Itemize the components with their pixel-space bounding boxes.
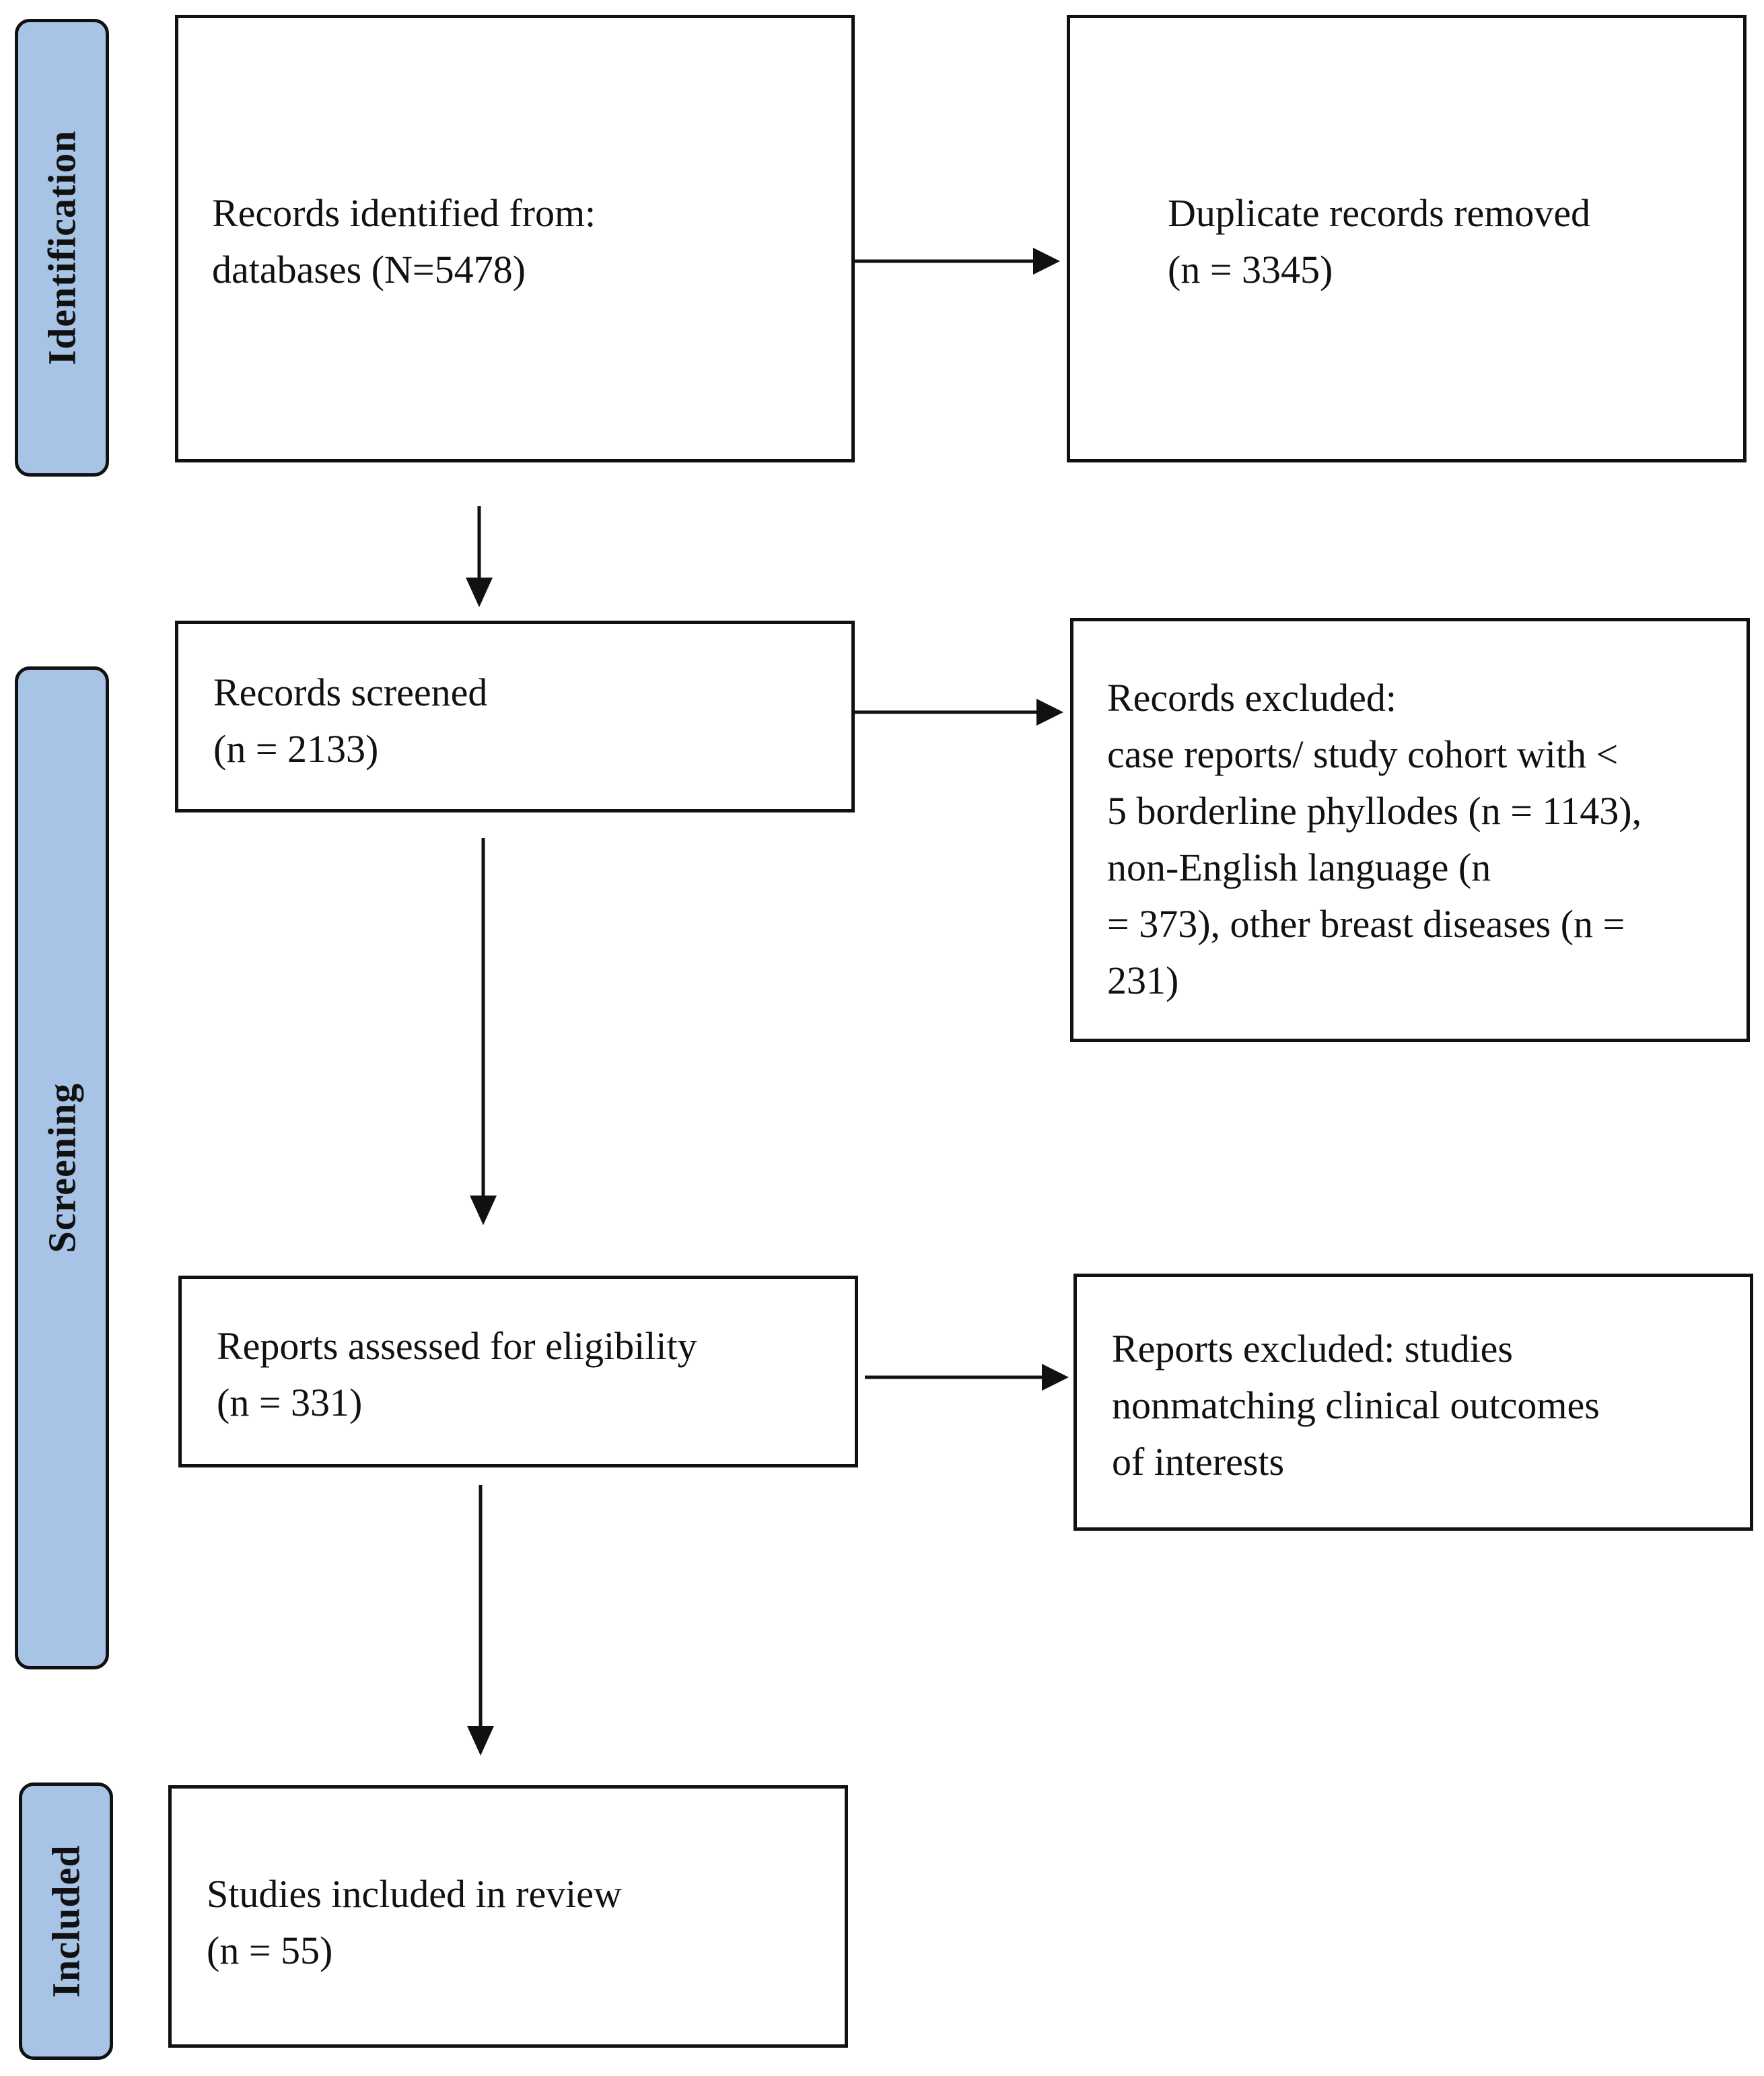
records-identified-text: Records identified from: databases (N=54… [212,185,596,298]
records-excluded-box: Records excluded: case reports/ study co… [1070,618,1750,1042]
reports-excluded-text: Reports excluded: studies nonmatching cl… [1112,1321,1600,1490]
records-screened-count: (n = 2133) [213,727,379,771]
reports-assessed-box: Reports assessed for eligibility (n = 33… [178,1276,858,1467]
records-excluded-text: Records excluded: case reports/ study co… [1107,670,1642,1009]
studies-included-text: Studies included in review (n = 55) [207,1866,622,1979]
arrowhead-duplicates-removed [1033,248,1060,275]
studies-included-count: (n = 55) [207,1929,333,1972]
arrowhead-studies-included [467,1726,494,1756]
records-identified-line: Records identified from: [212,191,596,235]
studies-included-box: Studies included in review (n = 55) [168,1785,848,2048]
reports-assessed-text: Reports assessed for eligibility (n = 33… [217,1318,697,1431]
duplicates-removed-text: Duplicate records removed (n = 3345) [1168,185,1590,298]
arrowhead-reports-excluded [1042,1364,1069,1391]
records-excluded-line: = 373), other breast diseases (n = [1107,902,1625,946]
records-screened-line: Records screened [213,670,488,714]
records-identified-box: Records identified from: databases (N=54… [175,15,855,462]
reports-excluded-line: nonmatching clinical outcomes [1112,1383,1600,1427]
records-excluded-line: non-English language (n [1107,845,1491,889]
arrowhead-records-screened [466,578,493,607]
records-screened-text: Records screened (n = 2133) [213,664,487,777]
duplicates-removed-box: Duplicate records removed (n = 3345) [1067,15,1747,462]
duplicates-removed-count: (n = 3345) [1168,248,1333,291]
reports-excluded-line: Reports excluded: studies [1112,1327,1514,1371]
phase-bar-identification: Identification [15,19,109,477]
reports-excluded-box: Reports excluded: studies nonmatching cl… [1073,1274,1753,1531]
duplicates-removed-line: Duplicate records removed [1168,191,1591,235]
records-screened-box: Records screened (n = 2133) [175,621,855,812]
reports-assessed-count: (n = 331) [217,1381,363,1424]
studies-included-line: Studies included in review [207,1872,622,1916]
records-excluded-line: Records excluded: [1107,676,1397,720]
records-excluded-line: 231) [1107,959,1179,1002]
arrowhead-reports-assessed [470,1196,497,1225]
arrowhead-records-excluded [1036,699,1063,726]
reports-excluded-line: of interests [1112,1440,1285,1484]
records-excluded-line: case reports/ study cohort with < [1107,732,1619,776]
reports-assessed-line: Reports assessed for eligibility [217,1324,697,1368]
records-identified-count: databases (N=5478) [212,248,526,291]
records-excluded-line: 5 borderline phyllodes (n = 1143), [1107,789,1642,833]
phase-bar-screening: Screening [15,666,109,1669]
phase-bar-included: Included [19,1783,113,2060]
